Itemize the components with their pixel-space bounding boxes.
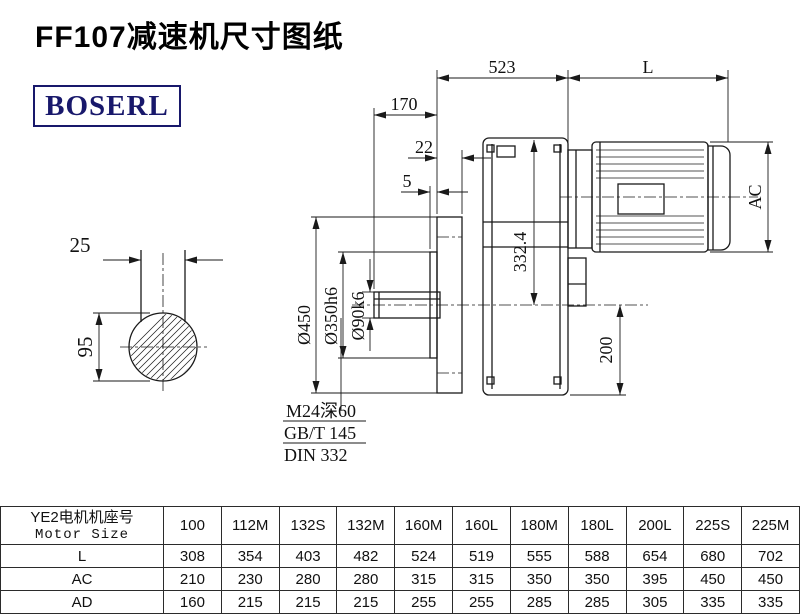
note-standard-gb: GB/T 145 (284, 423, 356, 443)
col-header-225M: 225M (741, 506, 800, 545)
dim-height-top: 332.4 (510, 232, 530, 273)
col-header-132M: 132M (336, 506, 396, 545)
dim-overall-length: 523 (489, 57, 516, 77)
dim-shaft-dia: Ø90k6 (348, 292, 368, 341)
size-cell: 335 (741, 590, 800, 614)
size-cell: 285 (567, 590, 627, 614)
table-header-cell: YE2电机机座号 Motor Size (0, 506, 164, 545)
reducer-main-view (352, 137, 758, 396)
size-cell: 215 (336, 590, 396, 614)
table-header-en: Motor Size (34, 526, 129, 543)
size-cell: 680 (683, 544, 743, 568)
size-cell: 354 (220, 544, 280, 568)
technical-drawing: 25 95 (70, 57, 773, 465)
dim-shaft-height: 95 (73, 337, 97, 358)
col-header-200L: 200L (625, 506, 685, 545)
size-cell: 524 (394, 544, 454, 568)
table-header-cn: YE2电机机座号 (30, 508, 134, 526)
size-cell: 315 (452, 567, 511, 591)
size-cell: 335 (683, 590, 743, 614)
col-header-180L: 180L (567, 506, 627, 545)
size-cell: 285 (509, 590, 569, 614)
dim-flange-od: Ø450 (294, 305, 314, 345)
dim-height-bottom: 200 (596, 337, 616, 364)
size-cell: 305 (625, 590, 685, 614)
brand-logo: BOSERL (33, 85, 181, 127)
shaft-notes: M24深60 GB/T 145 DIN 332 (283, 318, 366, 465)
dim-spigot-step: 5 (403, 171, 412, 191)
size-cell: 215 (278, 590, 338, 614)
size-cell: 482 (336, 544, 396, 568)
col-header-112M: 112M (220, 506, 280, 545)
note-standard-din: DIN 332 (284, 445, 348, 465)
size-cell: 450 (741, 567, 800, 591)
row-label-L: L (0, 544, 164, 568)
size-cell: 210 (163, 567, 222, 591)
size-cell: 588 (567, 544, 627, 568)
col-header-225S: 225S (683, 506, 743, 545)
size-cell: 160 (163, 590, 222, 614)
size-cell: 555 (509, 544, 569, 568)
size-cell: 350 (567, 567, 627, 591)
col-header-160L: 160L (452, 506, 511, 545)
col-header-160M: 160M (394, 506, 454, 545)
size-cell: 702 (741, 544, 800, 568)
row-label-AC: AC (0, 567, 164, 591)
size-cell: 308 (163, 544, 222, 568)
size-cell: 280 (336, 567, 396, 591)
size-cell: 654 (625, 544, 685, 568)
size-cell: 403 (278, 544, 338, 568)
size-cell: 255 (394, 590, 454, 614)
size-cell: 450 (683, 567, 743, 591)
dim-key-width: 25 (70, 233, 91, 257)
row-label-AD: AD (0, 590, 164, 614)
note-tap: M24深60 (286, 401, 356, 421)
size-cell: 255 (452, 590, 511, 614)
dim-motor-dia: AC (745, 184, 765, 209)
dimensions: 523 L 170 22 5 Ø450 Ø350h6 Ø90k6 332.4 (294, 57, 773, 396)
col-header-132S: 132S (278, 506, 338, 545)
size-cell: 395 (625, 567, 685, 591)
size-cell: 280 (278, 567, 338, 591)
dim-motor-length: L (643, 57, 654, 77)
size-cell: 230 (220, 567, 280, 591)
size-cell: 315 (394, 567, 454, 591)
size-cell: 215 (220, 590, 280, 614)
shaft-end-view: 25 95 (70, 233, 223, 392)
col-header-100: 100 (163, 506, 222, 545)
size-cell: 519 (452, 544, 511, 568)
size-cell: 350 (509, 567, 569, 591)
col-header-180M: 180M (509, 506, 569, 545)
page-title: FF107减速机尺寸图纸 (35, 21, 344, 54)
dim-flange-thickness: 22 (415, 137, 433, 157)
dim-shaft-length: 170 (391, 94, 418, 114)
dim-spigot-dia: Ø350h6 (321, 287, 341, 345)
